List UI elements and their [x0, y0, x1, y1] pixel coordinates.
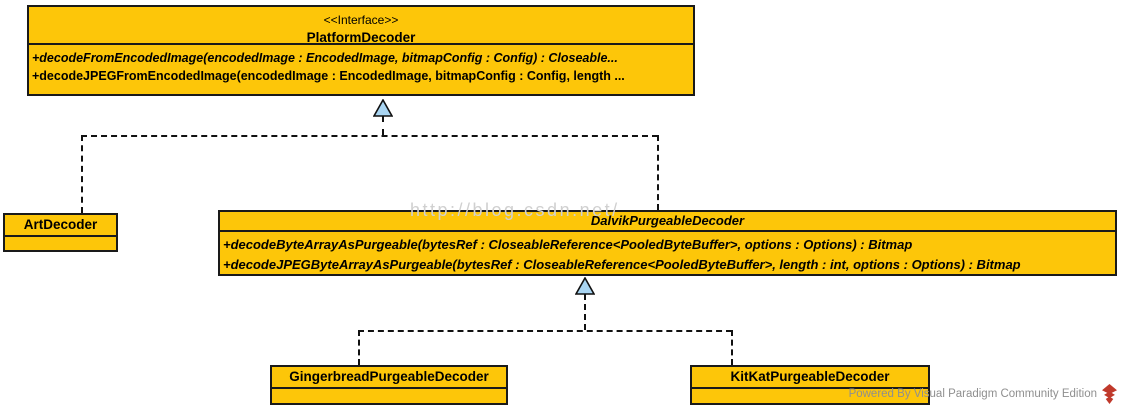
powered-by-footer: Powered By Visual Paradigm Community Edi…	[849, 384, 1118, 404]
visual-paradigm-logo-icon	[1102, 384, 1117, 404]
method-decodebytearrayaspurgeable: +decodeByteArrayAsPurgeable(bytesRef : C…	[223, 237, 913, 252]
realization-line-artdecoder	[81, 135, 83, 213]
generalization-line-kitkat	[731, 330, 733, 365]
class-box-kitkatpurgeabledecoder: KitKatPurgeableDecoder	[690, 365, 930, 405]
methods-compartment: +decodeFromEncodedImage(encodedImage : E…	[29, 45, 693, 87]
class-box-platformdecoder: <<Interface>> PlatformDecoder +decodeFro…	[27, 5, 695, 96]
empty-compartment	[5, 237, 116, 250]
realization-line-stub	[382, 116, 384, 135]
class-box-dalvikpurgeabledecoder: DalvikPurgeableDecoder +decodeByteArrayA…	[218, 210, 1117, 276]
class-header: KitKatPurgeableDecoder	[692, 367, 928, 389]
empty-compartment	[272, 389, 506, 403]
class-box-gingerbreadpurgeabledecoder: GingerbreadPurgeableDecoder	[270, 365, 508, 405]
method-decodefromencodedimage: +decodeFromEncodedImage(encodedImage : E…	[32, 51, 618, 65]
stereotype-label: <<Interface>>	[323, 13, 399, 27]
class-header: DalvikPurgeableDecoder	[220, 212, 1115, 232]
methods-compartment: +decodeByteArrayAsPurgeable(bytesRef : C…	[220, 232, 1115, 277]
realization-arrowhead-icon	[373, 99, 393, 117]
realization-line-horizontal	[81, 135, 658, 137]
generalization-line-gingerbread	[358, 330, 360, 365]
powered-by-text: Powered By Visual Paradigm Community Edi…	[848, 388, 1097, 400]
generalization-arrowhead-icon	[575, 277, 595, 295]
method-decodejpegfromencodedimage: +decodeJPEGFromEncodedImage(encodedImage…	[32, 69, 625, 83]
class-name-artdecoder: ArtDecoder	[23, 217, 98, 232]
class-header: <<Interface>> PlatformDecoder	[29, 7, 693, 45]
generalization-line-horizontal	[358, 330, 732, 332]
class-name-gingerbreadpurgeabledecoder: GingerbreadPurgeableDecoder	[289, 369, 489, 384]
class-name-kitkatpurgeabledecoder: KitKatPurgeableDecoder	[730, 369, 890, 384]
generalization-line-stub	[584, 294, 586, 330]
csdn-watermark: http://blog.csdn.net/	[410, 200, 620, 220]
realization-line-dalvik	[657, 135, 659, 210]
method-decodejpegbytearrayaspurgeable: +decodeJPEGByteArrayAsPurgeable(bytesRef…	[223, 257, 1021, 272]
class-name-platformdecoder: PlatformDecoder	[306, 30, 416, 45]
class-header: GingerbreadPurgeableDecoder	[272, 367, 506, 389]
class-box-artdecoder: ArtDecoder	[3, 213, 118, 252]
class-header: ArtDecoder	[5, 215, 116, 237]
class-name-dalvikpurgeabledecoder: DalvikPurgeableDecoder	[590, 213, 745, 228]
